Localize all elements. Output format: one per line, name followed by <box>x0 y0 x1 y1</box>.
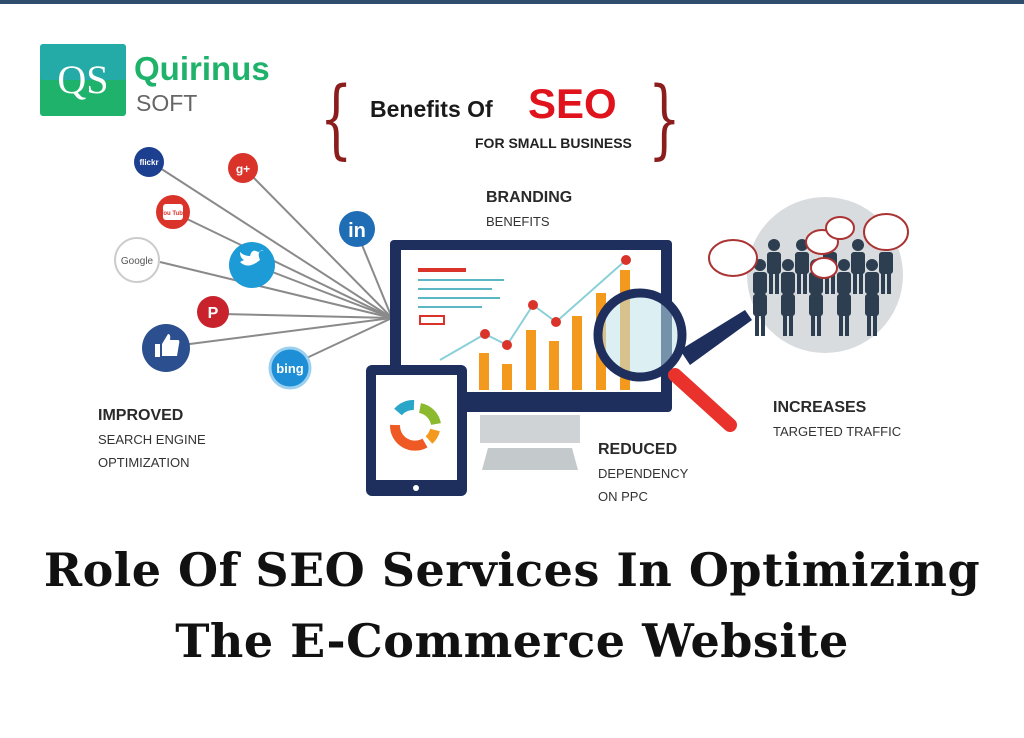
improved-title: IMPROVED <box>98 407 184 424</box>
people-icons <box>753 239 893 336</box>
svg-text:bing: bing <box>276 361 303 376</box>
heading-line1: Role Of SEO Services In Optimizing <box>43 543 981 597</box>
reduced-line1: DEPENDENCY <box>598 466 689 481</box>
top-border <box>0 0 1024 4</box>
svg-text:P: P <box>208 305 219 322</box>
audience-globe-illustration <box>708 197 909 353</box>
seo-banner: { } Benefits Of SEO FOR SMALL BUSINESS <box>320 68 681 169</box>
banner-highlight: SEO <box>528 80 617 127</box>
bing-icon: bing <box>268 346 312 390</box>
banner-prefix: Benefits Of <box>370 96 493 122</box>
youtube-icon: You Tube <box>156 195 190 229</box>
quirinus-logo: QS Quirinus SOFT <box>40 44 270 116</box>
pinterest-icon: P <box>197 296 229 328</box>
logo-name: Quirinus <box>134 50 270 87</box>
google-icon: Google <box>114 237 160 283</box>
logo-mark-text: QS <box>57 57 108 102</box>
reduced-line2: ON PPC <box>598 489 648 504</box>
donut-chart-graphic <box>390 400 441 451</box>
improved-line1: SEARCH ENGINE <box>98 432 206 447</box>
left-brace: { <box>320 68 353 169</box>
logo-sub: SOFT <box>136 90 197 116</box>
heading-line2: The E-Commerce Website <box>175 614 849 668</box>
google-plus-icon: g+ <box>228 153 258 183</box>
increases-title: INCREASES <box>773 399 867 416</box>
tablet-illustration <box>366 365 467 496</box>
magnifier-icon <box>593 288 752 432</box>
facebook-like-icon <box>142 324 190 372</box>
increases-sub: TARGETED TRAFFIC <box>773 424 902 439</box>
flickr-icon: flickr <box>134 147 164 177</box>
branding-sub: BENEFITS <box>486 214 550 229</box>
twitter-icon <box>229 242 275 288</box>
connector-lines <box>159 167 393 363</box>
linkedin-icon: in <box>339 211 375 247</box>
banner-sub: FOR SMALL BUSINESS <box>475 135 632 151</box>
reduced-title: REDUCED <box>598 441 678 458</box>
svg-text:g+: g+ <box>236 162 250 176</box>
branding-title: BRANDING <box>486 189 573 206</box>
svg-text:in: in <box>348 220 366 242</box>
right-brace: } <box>648 68 681 169</box>
speech-bubble-icons <box>708 213 909 279</box>
svg-text:You Tube: You Tube <box>160 211 187 217</box>
svg-text:flickr: flickr <box>139 158 158 167</box>
improved-line2: OPTIMIZATION <box>98 455 190 470</box>
svg-text:Google: Google <box>121 256 154 267</box>
